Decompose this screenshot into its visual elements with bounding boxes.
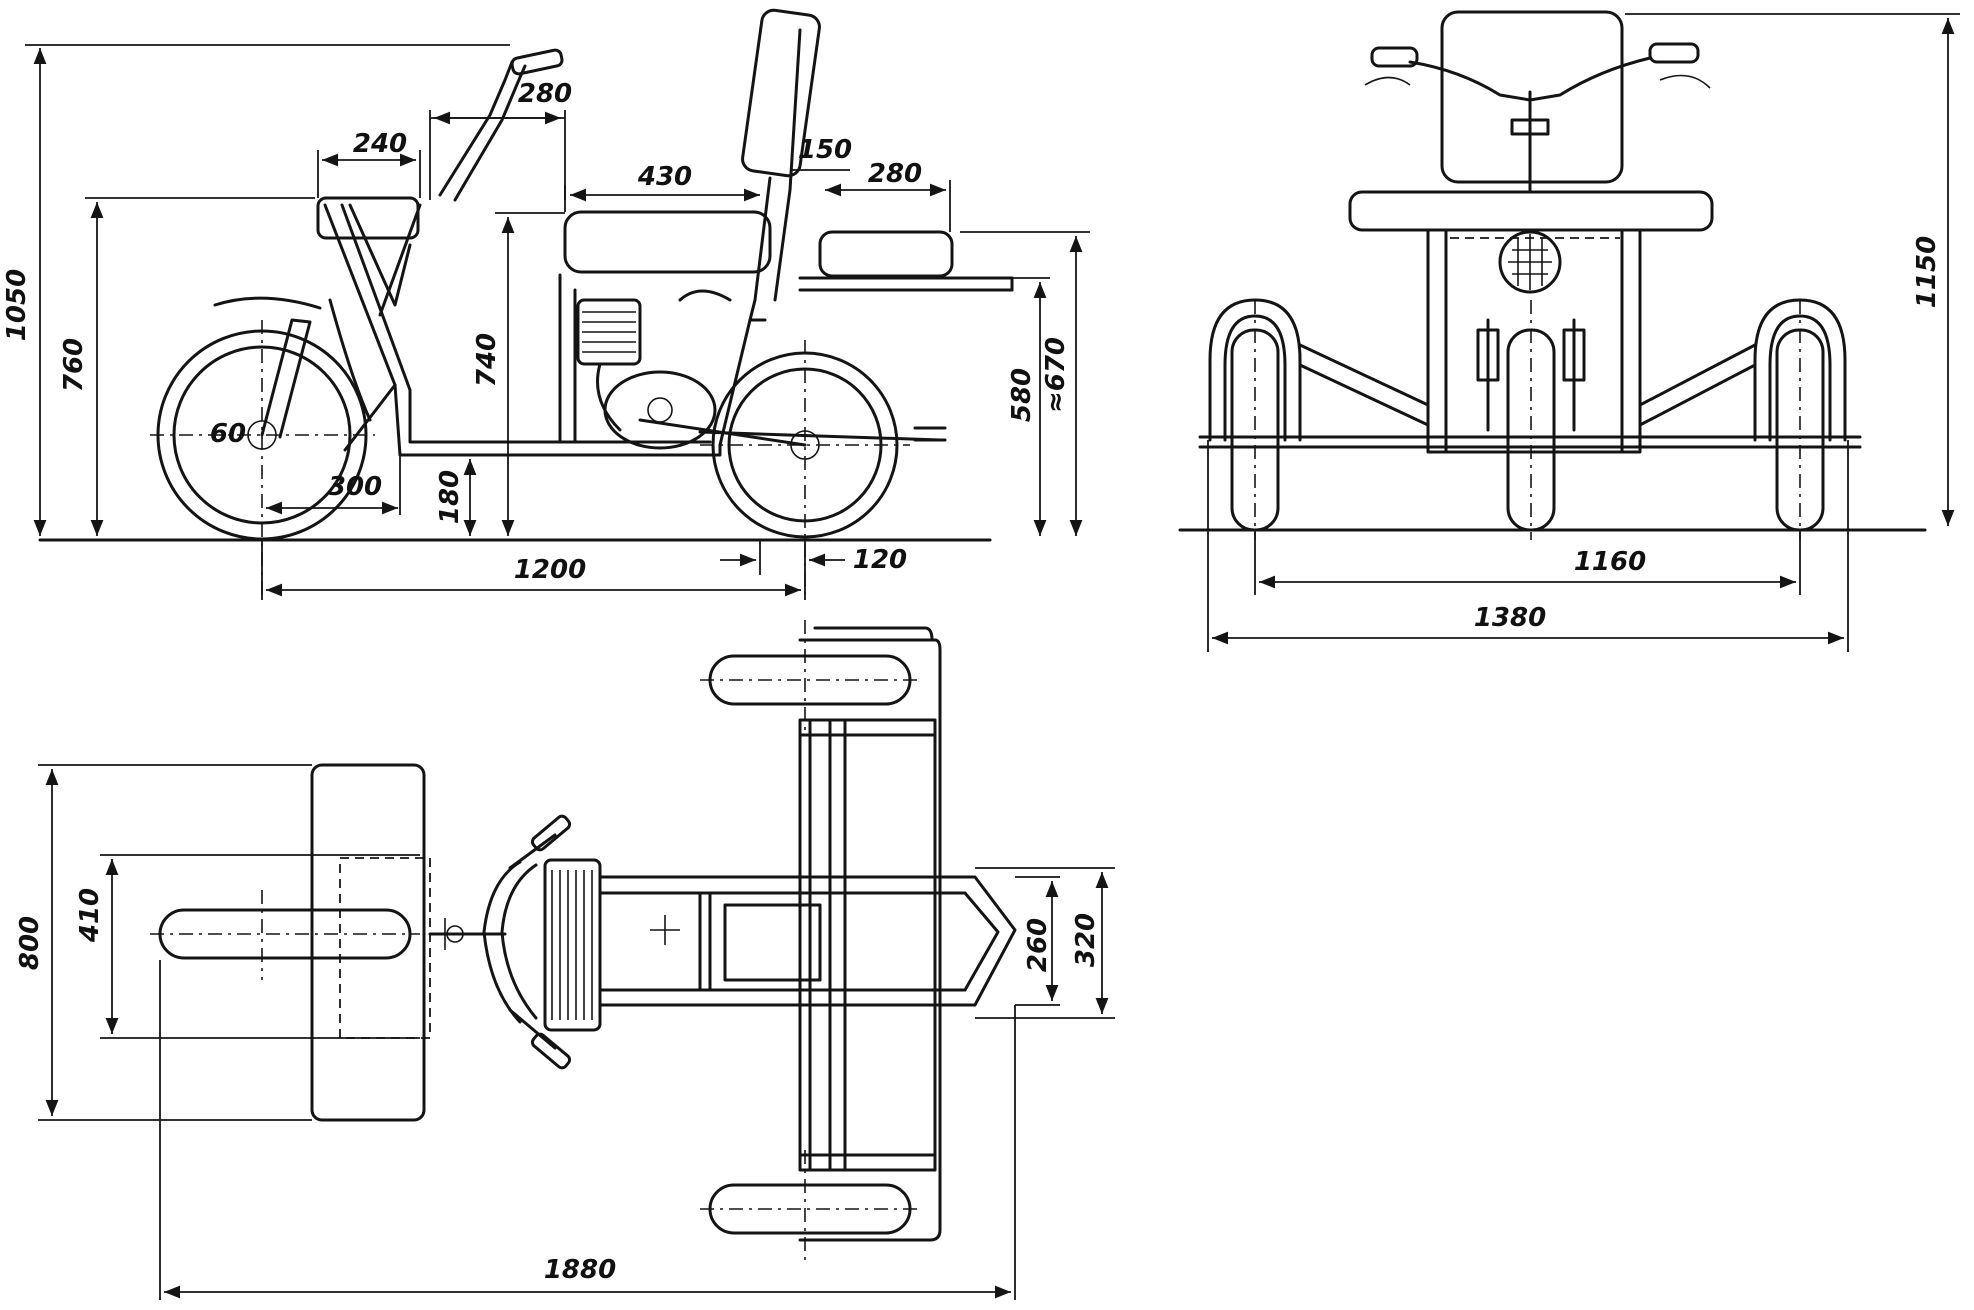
dim-inner-track: 1160: [1574, 547, 1646, 577]
dim-top-width: 800: [15, 916, 45, 970]
dim-handlebar: 280: [518, 79, 572, 109]
front-handlebar: [1364, 42, 1711, 192]
front-right-wheel: [1753, 298, 1847, 540]
backrest: [741, 8, 821, 322]
top-rear-wheel-upper: [700, 620, 920, 730]
front-seatback: [1440, 10, 1624, 184]
frame: [323, 203, 947, 457]
dim-top-inner: 410: [75, 888, 105, 943]
dim-backrest: 150: [798, 135, 852, 165]
dim-rear-670: ≈670: [1041, 337, 1071, 413]
top-main-seat: [543, 858, 602, 1032]
dim-top-260: 260: [1023, 918, 1053, 972]
front-center-wheel: [1476, 300, 1586, 540]
top-rear-carrier: [798, 626, 942, 1242]
dim-side-height: 1050: [2, 269, 32, 341]
dim-front-seat: 240: [353, 129, 407, 159]
dim-hub: 60: [210, 419, 246, 449]
dim-clearance: 180: [435, 470, 465, 524]
dim-offset: 120: [853, 545, 907, 575]
front-struts: [1198, 343, 1862, 449]
dim-rear-580: 580: [1007, 368, 1037, 422]
rear-carrier: [798, 230, 1014, 292]
dim-main-seat: 430: [637, 162, 692, 192]
engine: [576, 289, 732, 450]
front-body: [1426, 228, 1642, 454]
main-seat: [563, 210, 772, 274]
steering-column: [438, 48, 564, 202]
dim-wheelbase: 1200: [514, 555, 586, 585]
top-steering: [428, 814, 572, 1070]
top-rear-wheel-lower: [700, 1150, 920, 1260]
dim-top-length: 1880: [544, 1255, 616, 1285]
top-seat-plate: [310, 763, 426, 1122]
front-fork: [213, 296, 372, 439]
headlight: [1498, 230, 1562, 294]
dim-front-300: 300: [328, 472, 382, 502]
top-view: 800 410 260 320 1880: [15, 620, 1115, 1300]
dim-top-320: 320: [1071, 913, 1101, 967]
front-main-seat: [1348, 190, 1714, 232]
front-seat: [316, 196, 420, 240]
side-view: 1050 760 740 580 ≈670 280 240 430: [2, 8, 1090, 600]
dim-outer-track: 1380: [1474, 603, 1546, 633]
top-frame: [598, 875, 1017, 1007]
dim-seat-height: 760: [59, 338, 89, 392]
front-view: 1150 1160 1380: [1178, 10, 1960, 652]
dim-rear-seat: 280: [868, 159, 922, 189]
dim-front-height: 1150: [1912, 236, 1942, 308]
dim-mid-height: 740: [472, 333, 502, 387]
top-front-wheel: [158, 908, 412, 960]
front-left-wheel: [1208, 298, 1302, 540]
